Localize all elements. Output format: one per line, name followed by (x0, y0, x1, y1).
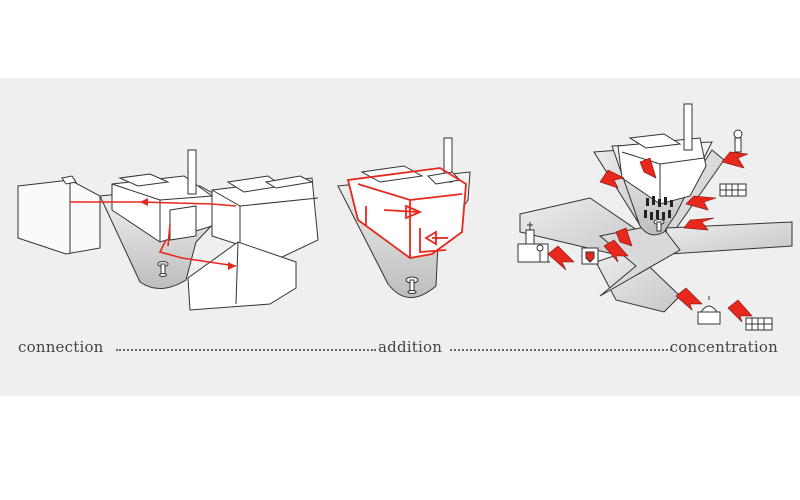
connection-paths (70, 198, 237, 270)
left-block (17, 175, 101, 255)
caption-addition: addition (378, 338, 443, 356)
right-block (211, 175, 319, 259)
dotted-leader (450, 345, 672, 351)
fountain-icon (405, 276, 419, 294)
dotted-leader (116, 345, 376, 351)
tree-icon (536, 244, 544, 262)
tower-icon (733, 129, 743, 153)
panel-concentration (517, 103, 793, 331)
grid-building-icon (719, 183, 747, 197)
panel-addition (337, 137, 471, 298)
dome-building-icon (697, 296, 721, 325)
caption-connection: connection (18, 338, 104, 356)
fountain-icon (653, 219, 665, 232)
lower-block (187, 241, 297, 311)
added-volumes (346, 167, 467, 259)
caption-concentration: concentration (669, 338, 778, 356)
crowd (644, 196, 673, 220)
panel-connection (17, 149, 319, 311)
caption-line: connection addition concentration (18, 338, 778, 362)
central-buildings (111, 149, 213, 243)
grid-building-icon (745, 317, 773, 331)
shield-icon (581, 247, 599, 265)
flow-arrows (547, 151, 753, 323)
fountain-icon (157, 261, 169, 277)
